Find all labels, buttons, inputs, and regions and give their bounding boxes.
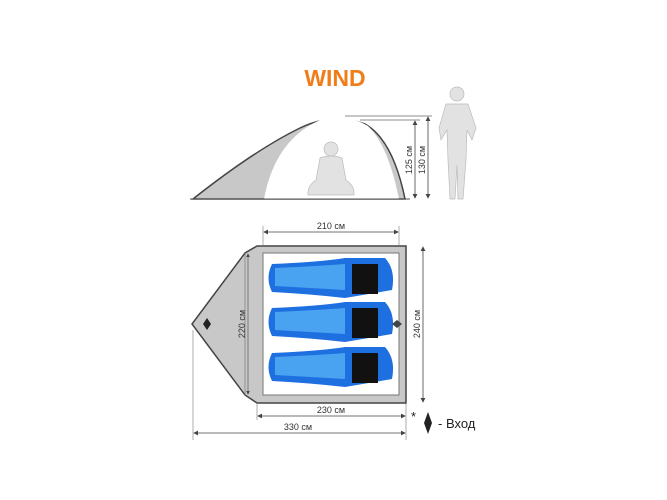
entrance-diamond-icon <box>203 318 211 330</box>
inner-length-label: 210 см <box>317 221 345 231</box>
legend: * - Вход <box>411 409 476 434</box>
standing-person-silhouette <box>438 86 477 200</box>
tent-side-view: 125 см 130 см <box>190 86 477 200</box>
height-inner-label: 125 см <box>404 146 414 174</box>
sitting-person-silhouette <box>307 141 355 196</box>
sleeping-bag <box>268 258 394 298</box>
entrance-diamond-icon <box>392 320 402 328</box>
entrance-diamond-icon <box>424 412 432 434</box>
sleeping-bag <box>268 302 394 342</box>
legend-asterisk: * <box>411 409 416 424</box>
sleeping-bag <box>268 347 394 387</box>
tent-floor-plan: 210 см 240 см 220 см 230 см 330 см <box>191 221 426 440</box>
outer-width-label: 240 см <box>412 310 422 338</box>
total-length-label: 330 см <box>284 422 312 432</box>
sleeping-bags <box>268 258 394 387</box>
inner-width-label: 220 см <box>237 310 247 338</box>
tent-title: WIND <box>304 65 365 91</box>
height-outer-label: 130 см <box>417 146 427 174</box>
legend-entrance-label: - Вход <box>438 416 476 431</box>
outer-length-label: 230 см <box>317 405 345 415</box>
